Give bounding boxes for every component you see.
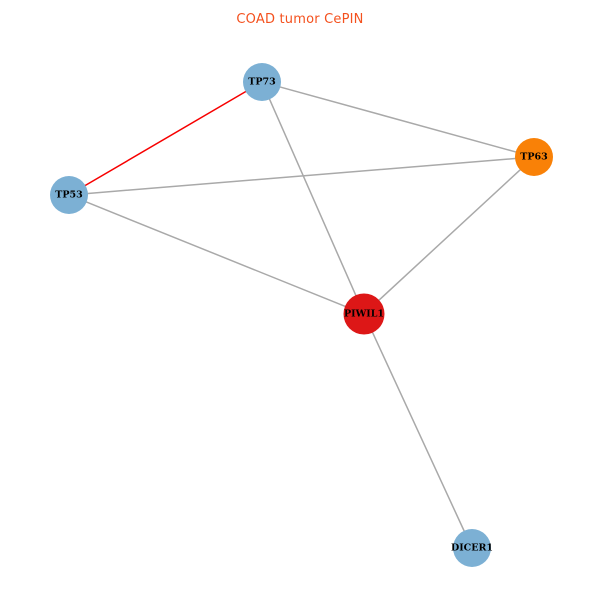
edge-tp53-tp63[interactable] — [87, 157, 516, 195]
edge-tp73-tp63[interactable] — [279, 86, 517, 153]
edges-group — [84, 86, 521, 532]
node-tp73[interactable]: TP73 — [243, 63, 281, 101]
edge-tp53-piwil1[interactable] — [85, 201, 346, 308]
node-dicer1[interactable]: DICER1 — [451, 529, 493, 567]
node-tp63[interactable]: TP63 — [515, 138, 553, 176]
edge-tp73-piwil1[interactable] — [268, 98, 357, 296]
node-circle-tp73[interactable] — [243, 63, 281, 101]
node-circle-tp53[interactable] — [50, 176, 88, 214]
node-circle-dicer1[interactable] — [453, 529, 491, 567]
node-label-dicer1: DICER1 — [451, 543, 493, 554]
node-label-piwil1: PIWIL1 — [344, 309, 384, 320]
node-label-tp63: TP63 — [520, 152, 547, 163]
node-label-tp53: TP53 — [55, 190, 82, 201]
node-label-tp73: TP73 — [248, 77, 275, 88]
edge-tp53-tp73[interactable] — [84, 90, 247, 187]
node-circle-piwil1[interactable] — [343, 293, 385, 335]
node-circle-tp63[interactable] — [515, 138, 553, 176]
edge-tp63-piwil1[interactable] — [378, 169, 521, 301]
edge-piwil1-dicer1[interactable] — [371, 331, 465, 532]
node-piwil1[interactable]: PIWIL1 — [343, 293, 385, 335]
page-title: COAD tumor CePIN — [236, 12, 364, 27]
node-tp53[interactable]: TP53 — [50, 176, 88, 214]
